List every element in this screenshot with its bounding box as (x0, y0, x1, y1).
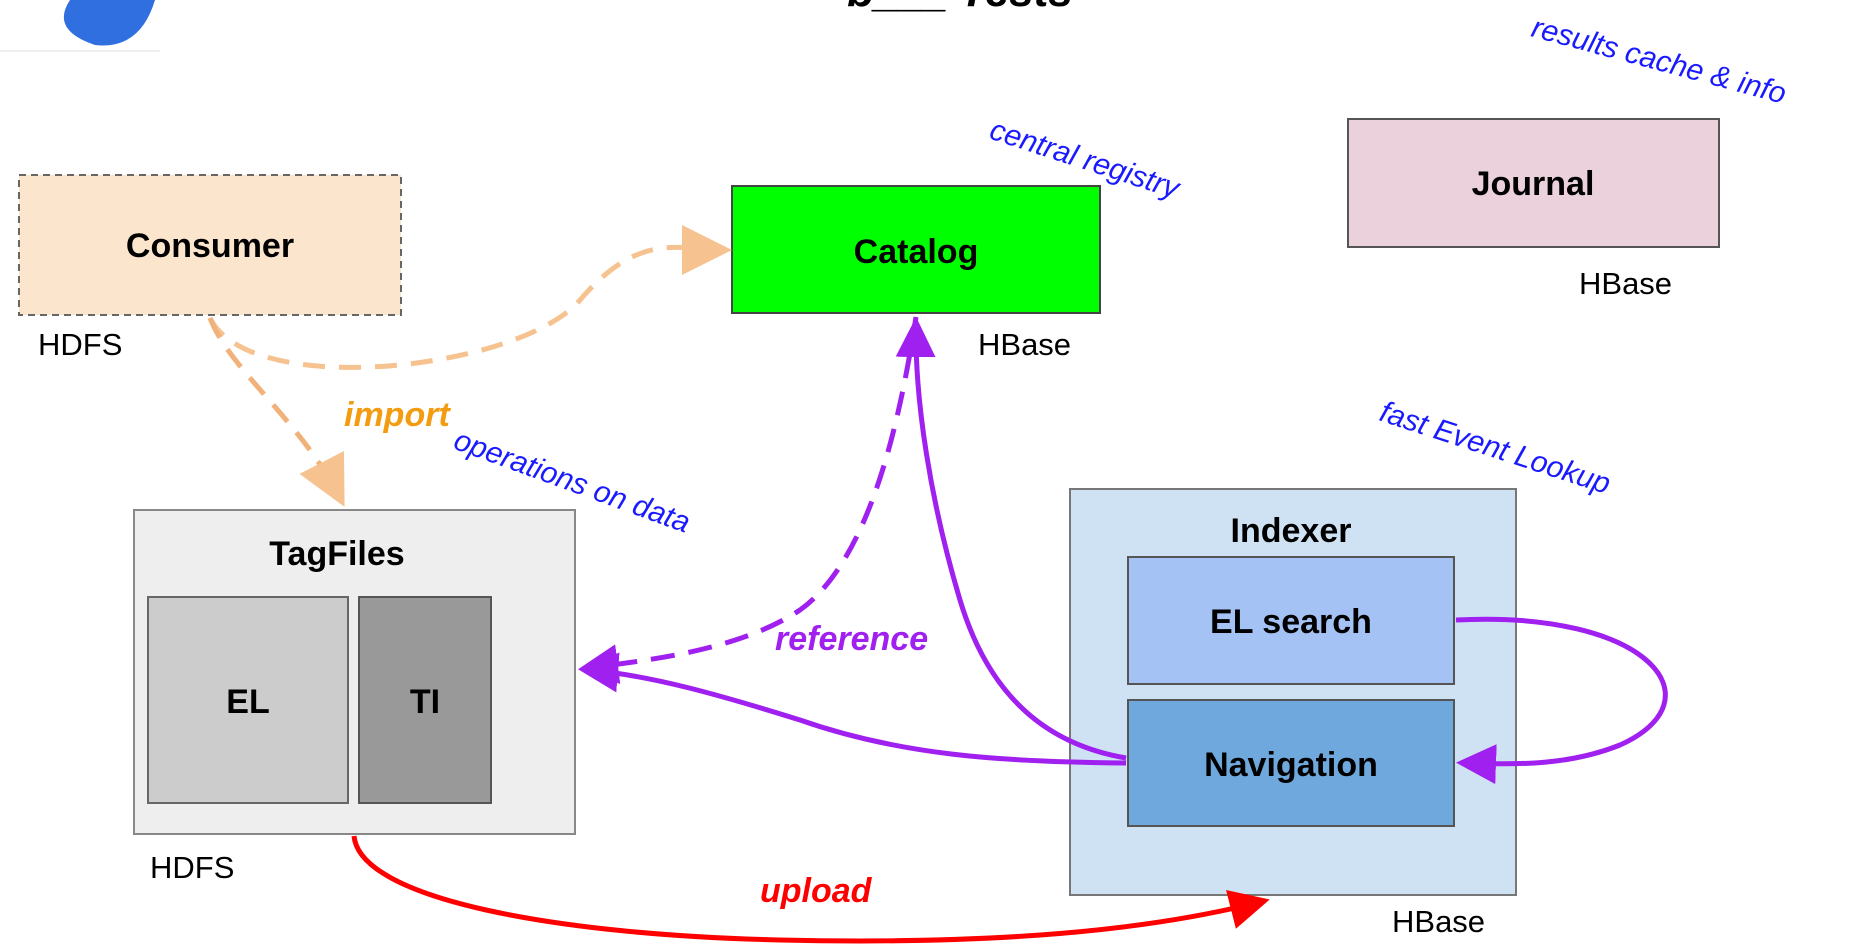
el-search-to-navigation-arrow (1455, 616, 1668, 785)
upload-label: upload (760, 872, 873, 910)
journal-label: Journal (1472, 165, 1595, 203)
ti-node: TI (358, 596, 492, 804)
catalog-storage-label: HBase (978, 327, 1071, 362)
el-node: EL (147, 596, 349, 804)
el-search-label: EL search (1210, 603, 1372, 641)
navigation-node: Navigation (1127, 699, 1455, 827)
import-arrow-to-tagfiles (207, 317, 345, 507)
catalog-label: Catalog (854, 233, 979, 271)
import-label: import (344, 396, 451, 434)
reference-label: reference (775, 620, 928, 658)
tagfiles-storage-label: HDFS (150, 850, 234, 885)
fast-event-lookup-note: fast Event Lookup (1376, 395, 1615, 501)
indexer-node: Indexer EL search Navigation (1069, 488, 1517, 896)
logo-mark (63, 0, 155, 46)
consumer-node: Consumer (18, 174, 402, 316)
navigation-to-catalog-arrow (895, 317, 1127, 761)
indexer-storage-label: HBase (1392, 904, 1485, 939)
logo (0, 0, 160, 52)
ti-label: TI (410, 683, 440, 721)
catalog-to-tagfiles-dashed-arrow (578, 316, 919, 684)
page-title: b___ Tests (847, 0, 1073, 16)
import-arrow-to-catalog (207, 224, 732, 370)
journal-storage-label: HBase (1579, 266, 1672, 301)
results-cache-note: results cache & info (1528, 11, 1789, 111)
reference-arrow-to-tagfiles (578, 652, 1127, 766)
navigation-label: Navigation (1204, 746, 1378, 784)
el-label: EL (226, 683, 269, 721)
journal-node: Journal (1347, 118, 1720, 248)
tagfiles-label: TagFiles (269, 535, 404, 573)
indexer-label: Indexer (1231, 512, 1352, 550)
tagfiles-node: TagFiles EL TI (133, 509, 576, 835)
el-search-node: EL search (1127, 556, 1455, 685)
consumer-storage-label: HDFS (38, 327, 122, 362)
catalog-node: Catalog (731, 185, 1101, 314)
upload-arrow (351, 835, 1270, 944)
consumer-label: Consumer (126, 227, 294, 265)
